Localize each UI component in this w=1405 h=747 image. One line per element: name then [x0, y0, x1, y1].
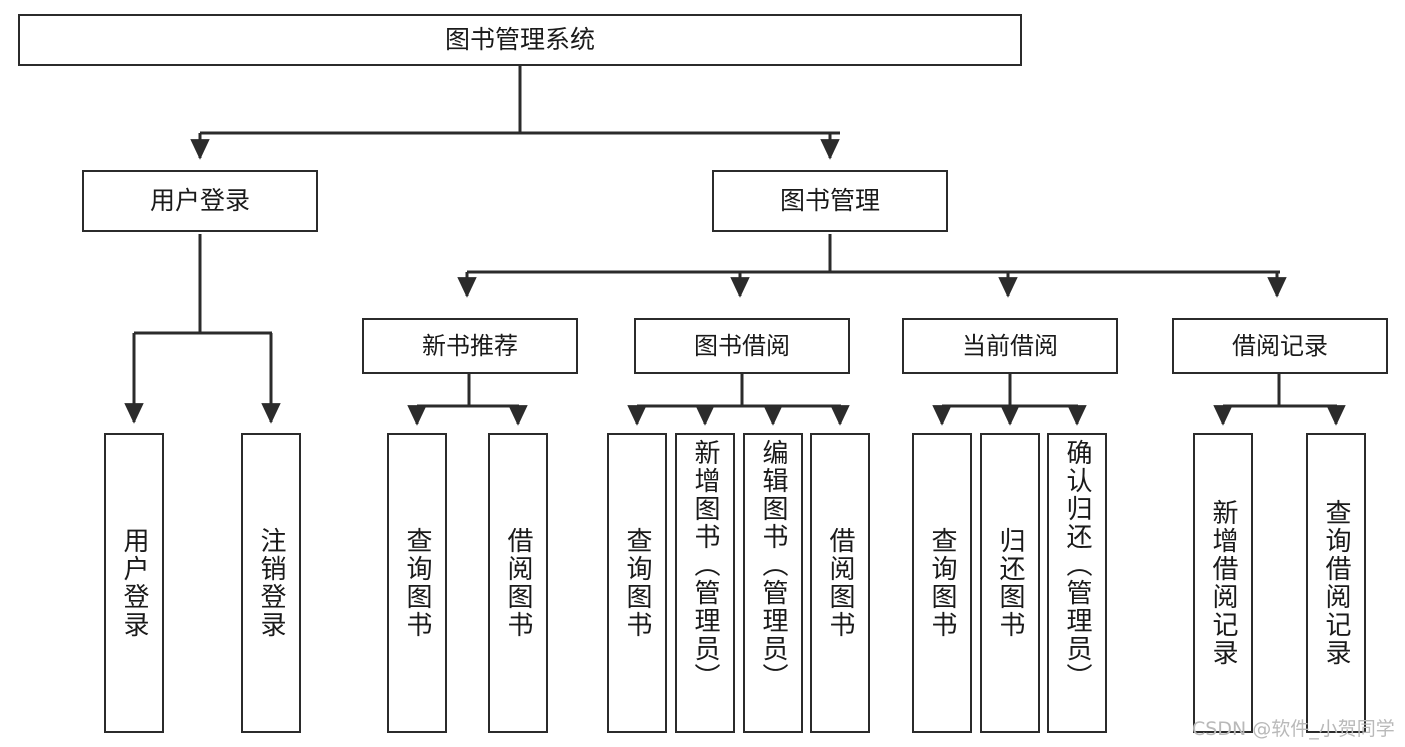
node-book-management[interactable]: 图书管理: [712, 170, 948, 232]
node-book-management-label: 图书管理: [779, 186, 880, 215]
node-leaf-add-book-label: 新增图书（管理员）: [690, 439, 720, 691]
node-leaf-borrow-book-1-label: 借阅图书: [503, 527, 533, 639]
node-root-book-management-system[interactable]: 图书管理系统: [18, 14, 1022, 66]
node-leaf-borrow-book-1[interactable]: 借阅图书: [488, 433, 548, 733]
node-root-label: 图书管理系统: [444, 25, 595, 54]
node-leaf-user-login[interactable]: 用户登录: [104, 433, 164, 733]
node-leaf-return-book-label: 归还图书: [995, 527, 1025, 639]
node-current-borrow[interactable]: 当前借阅: [902, 318, 1118, 374]
node-new-book-recommend-label: 新书推荐: [422, 331, 518, 360]
node-leaf-edit-book[interactable]: 编辑图书（管理员）: [743, 433, 803, 733]
node-borrow-record[interactable]: 借阅记录: [1172, 318, 1388, 374]
node-leaf-edit-book-label: 编辑图书（管理员）: [758, 439, 788, 691]
node-new-book-recommend[interactable]: 新书推荐: [362, 318, 578, 374]
csdn-watermark: CSDN @软件_小贺同学: [1192, 718, 1395, 740]
node-leaf-add-record-label: 新增借阅记录: [1208, 499, 1238, 667]
node-leaf-borrow-book-2-label: 借阅图书: [825, 527, 855, 639]
node-user-login-label: 用户登录: [149, 186, 250, 215]
node-leaf-query-book-3-label: 查询图书: [927, 527, 957, 639]
node-leaf-user-login-label: 用户登录: [119, 527, 149, 639]
node-leaf-query-record[interactable]: 查询借阅记录: [1306, 433, 1366, 733]
node-user-login[interactable]: 用户登录: [82, 170, 318, 232]
node-current-borrow-label: 当前借阅: [962, 331, 1058, 360]
node-leaf-logout[interactable]: 注销登录: [241, 433, 301, 733]
node-leaf-return-book[interactable]: 归还图书: [980, 433, 1040, 733]
node-book-borrow[interactable]: 图书借阅: [634, 318, 850, 374]
node-leaf-confirm-return-label: 确认归还（管理员）: [1062, 439, 1092, 691]
node-leaf-query-book-2-label: 查询图书: [622, 527, 652, 639]
node-leaf-add-book[interactable]: 新增图书（管理员）: [675, 433, 735, 733]
node-leaf-query-record-label: 查询借阅记录: [1321, 499, 1351, 667]
node-borrow-record-label: 借阅记录: [1232, 331, 1328, 360]
node-leaf-query-book-2[interactable]: 查询图书: [607, 433, 667, 733]
node-leaf-query-book-1[interactable]: 查询图书: [387, 433, 447, 733]
node-leaf-query-book-3[interactable]: 查询图书: [912, 433, 972, 733]
node-book-borrow-label: 图书借阅: [694, 331, 790, 360]
node-leaf-query-book-1-label: 查询图书: [402, 527, 432, 639]
node-leaf-logout-label: 注销登录: [256, 527, 286, 639]
node-leaf-add-record[interactable]: 新增借阅记录: [1193, 433, 1253, 733]
node-leaf-confirm-return[interactable]: 确认归还（管理员）: [1047, 433, 1107, 733]
node-leaf-borrow-book-2[interactable]: 借阅图书: [810, 433, 870, 733]
